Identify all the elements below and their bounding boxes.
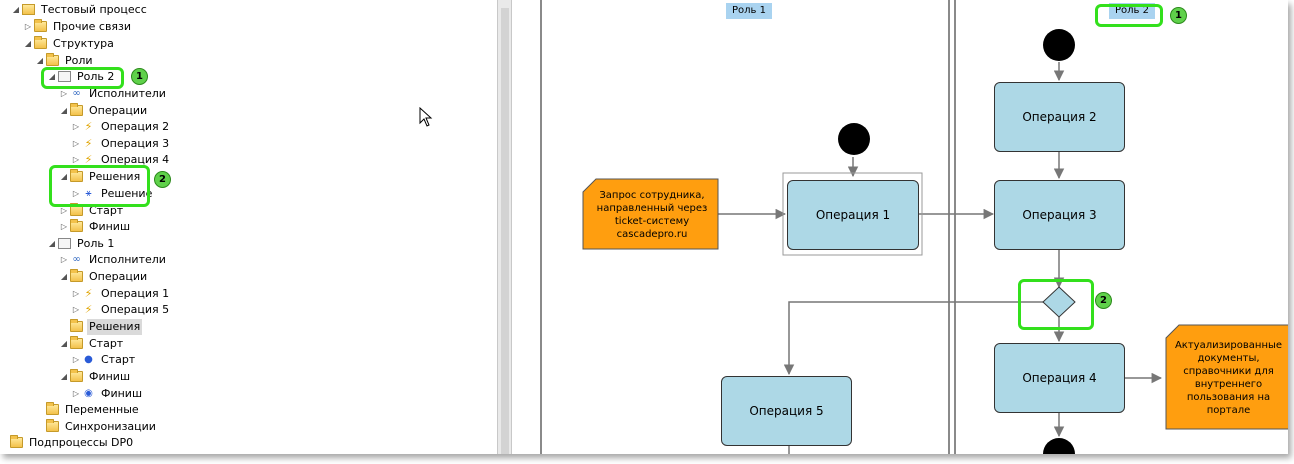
expand-arrow[interactable]: ◢	[48, 72, 56, 81]
expand-arrow[interactable]: ◢	[36, 56, 44, 65]
expand-arrow	[35, 402, 45, 418]
expand-arrow[interactable]: ◢	[60, 372, 68, 381]
expand-arrow[interactable]: ◢	[48, 239, 56, 248]
note-shape-docs	[1165, 324, 1288, 430]
folder-icon	[70, 219, 83, 232]
expand-arrow	[0, 435, 9, 451]
role-icon	[58, 71, 71, 82]
badge-1: 1	[131, 68, 148, 85]
role-icon	[58, 238, 71, 249]
lane-title-role-2[interactable]: Роль 2	[1109, 3, 1155, 19]
folder-icon	[46, 53, 59, 66]
expand-arrow[interactable]: ▷	[60, 89, 68, 98]
splitter-scrollbar[interactable]	[501, 8, 509, 454]
process-diagram: Роль 1 Роль 2 1	[513, 0, 1288, 454]
folder-icon	[70, 269, 83, 282]
expand-arrow	[59, 319, 69, 335]
operation-2[interactable]: Операция 2	[994, 82, 1125, 152]
operation-4[interactable]: Операция 4	[994, 343, 1125, 413]
lightning-icon: ⚡	[84, 303, 93, 316]
start-event-2[interactable]	[1043, 29, 1075, 61]
highlight-decisions	[49, 165, 150, 207]
expand-arrow[interactable]: ▷	[72, 155, 80, 164]
folder-icon	[70, 169, 83, 182]
folder-icon	[46, 419, 59, 432]
highlight-decision	[1018, 279, 1094, 330]
expand-arrow[interactable]: ▷	[72, 305, 80, 314]
connector-lines	[582, 62, 1288, 454]
expand-arrow[interactable]: ◢	[60, 272, 68, 281]
expand-arrow[interactable]: ◢	[60, 339, 68, 348]
note-shape-request	[582, 178, 719, 250]
folder-icon	[34, 36, 47, 49]
lightning-icon: ⚡	[84, 153, 93, 166]
lightning-icon: ⚡	[84, 287, 93, 300]
expand-arrow[interactable]: ◢	[60, 172, 68, 181]
lightning-icon: ⚡	[84, 120, 93, 133]
app-window: ◢ Тестовый процесс ▷ Прочие связи ◢ Стру…	[0, 0, 1288, 454]
operation-5[interactable]: Операция 5	[721, 376, 852, 446]
folder-icon	[34, 19, 47, 32]
structure-tree: ◢ Тестовый процесс ▷ Прочие связи ◢ Стру…	[0, 0, 497, 454]
lane-border	[540, 0, 542, 454]
expand-arrow[interactable]: ◢	[60, 106, 68, 115]
start-icon: ●	[84, 354, 93, 365]
expand-arrow[interactable]: ▷	[72, 355, 80, 364]
start-event-1[interactable]	[838, 123, 870, 155]
decision-diamond	[1042, 286, 1076, 318]
badge-2: 2	[154, 171, 171, 188]
expand-arrow[interactable]: ▷	[72, 289, 80, 298]
note-request[interactable]: Запрос сотрудника, направленный через ti…	[596, 190, 708, 240]
expand-arrow[interactable]: ▷	[72, 139, 80, 148]
expand-arrow[interactable]: ▷	[60, 222, 68, 231]
highlight-lane-role-2	[1095, 4, 1163, 27]
link-icon: ∞	[72, 88, 81, 99]
mouse-cursor-icon	[419, 107, 433, 127]
decision-icon: ⚹	[85, 188, 92, 199]
lane-title-role-1[interactable]: Роль 1	[726, 3, 772, 19]
folder-icon	[70, 319, 83, 332]
operation-3[interactable]: Операция 3	[994, 180, 1125, 250]
expand-arrow[interactable]: ▷	[60, 206, 68, 215]
expand-arrow[interactable]: ▷	[60, 255, 68, 264]
finish-event[interactable]	[1043, 438, 1075, 454]
badge-1: 1	[1170, 7, 1187, 24]
operation-1[interactable]: Операция 1	[787, 180, 919, 250]
expand-arrow[interactable]: ◢	[24, 39, 32, 48]
expand-arrow[interactable]: ◢	[12, 5, 20, 14]
highlight-role-2	[41, 67, 124, 89]
expand-arrow[interactable]: ▷	[24, 22, 32, 31]
lightning-icon: ⚡	[84, 137, 93, 150]
expand-arrow	[35, 419, 45, 435]
expand-arrow[interactable]: ▷	[72, 389, 80, 398]
finish-icon: ◉	[84, 388, 93, 399]
panel-splitter[interactable]	[497, 0, 512, 454]
note-docs[interactable]: Актуализированные документы, справочники…	[1174, 340, 1283, 416]
lane-border	[948, 0, 950, 454]
folder-icon	[70, 369, 83, 382]
lane-border	[954, 0, 956, 454]
process-icon	[22, 4, 35, 15]
expand-arrow[interactable]: ▷	[72, 189, 80, 198]
folder-icon	[70, 103, 83, 116]
folder-icon	[70, 336, 83, 349]
link-icon: ∞	[72, 254, 81, 265]
folder-icon	[46, 402, 59, 415]
folder-icon	[10, 435, 23, 448]
expand-arrow[interactable]: ▷	[72, 122, 80, 131]
badge-2: 2	[1095, 292, 1112, 309]
